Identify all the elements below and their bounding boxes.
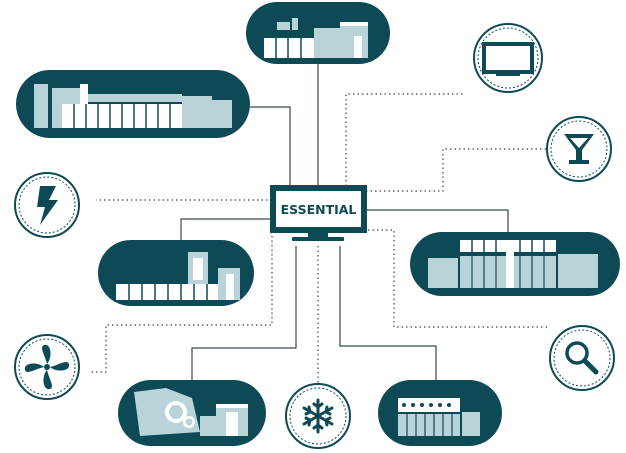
circle-icons [14, 23, 615, 449]
tv-monitor-icon [473, 23, 543, 93]
wide-press-line-icon [428, 240, 598, 288]
link-middle-left [180, 218, 272, 240]
machine-middle-left [98, 240, 254, 306]
machine-top-center [246, 2, 390, 64]
fan-icon [14, 334, 80, 400]
long-press-line-icon [34, 84, 232, 128]
link-right [366, 209, 509, 234]
link-fan [89, 236, 273, 373]
monitor-screen [276, 191, 361, 227]
roll-feeder-icon [134, 388, 248, 436]
cocktail-glass-icon [546, 116, 612, 182]
link-tv [345, 93, 463, 186]
dotted-connections [89, 93, 550, 384]
center-label: ESSENTIAL [281, 202, 357, 217]
link-cocktail [366, 148, 546, 192]
center-monitor: ESSENTIAL [270, 185, 367, 241]
snowflake-icon [285, 383, 351, 449]
link-bottom-right [339, 246, 437, 382]
link-top-left [250, 106, 291, 186]
printing-press-icon [264, 18, 368, 58]
machine-right [410, 232, 620, 296]
machine-bottom-left [118, 380, 266, 446]
machine-bottom-right [378, 380, 502, 446]
solid-connections [180, 64, 509, 382]
monitor-neck [308, 233, 328, 237]
inline-unit-icon [398, 398, 480, 436]
link-bottom-left [191, 246, 297, 382]
monitor-base [292, 237, 344, 241]
lightning-bolt-icon [14, 172, 80, 238]
folder-unit-icon [116, 252, 240, 300]
machine-top-left [16, 70, 250, 138]
magnifier-icon [549, 325, 615, 391]
